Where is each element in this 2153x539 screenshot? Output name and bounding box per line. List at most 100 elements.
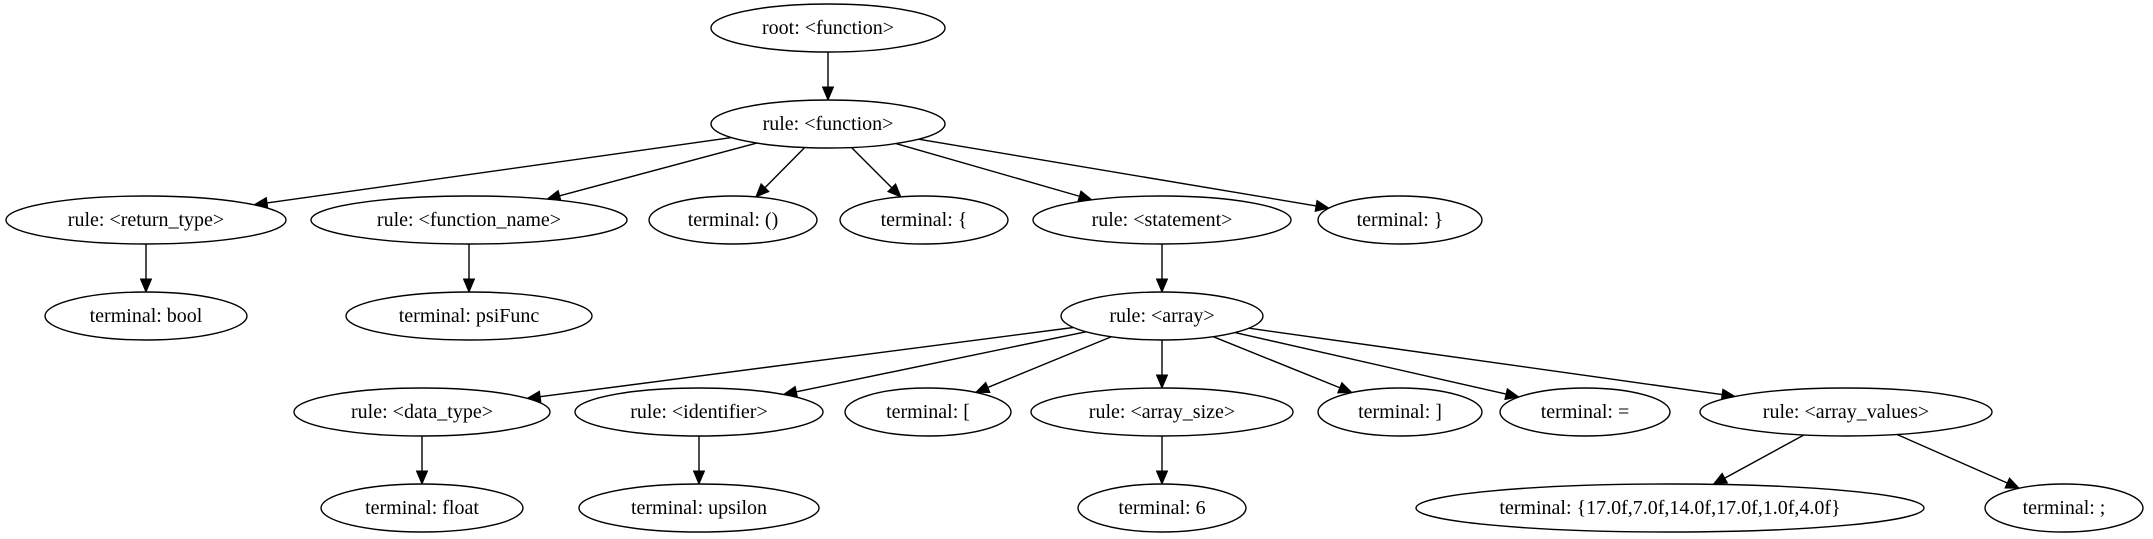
node-label: terminal: }	[1357, 209, 1444, 231]
edges-layer	[139, 52, 2021, 489]
tree-node: rule: <identifier>	[574, 387, 824, 437]
edge-line	[559, 142, 757, 197]
edge-line	[796, 331, 1087, 393]
node-label: rule: <data_type>	[351, 401, 493, 423]
tree-node: terminal: upsilon	[578, 483, 820, 533]
tree-node: rule: <function>	[710, 99, 946, 149]
edge-line	[918, 138, 1317, 207]
edge-line	[1724, 434, 1805, 479]
tree-node: terminal: float	[320, 483, 524, 533]
tree-node: rule: <array>	[1060, 291, 1264, 341]
edge-line	[266, 136, 732, 204]
tree-node: terminal: psiFunc	[345, 291, 593, 341]
arrowhead-icon	[1504, 387, 1520, 401]
node-label: terminal: ]	[1358, 401, 1442, 423]
node-label: terminal: psiFunc	[399, 305, 540, 327]
node-ellipse	[1317, 387, 1483, 437]
node-label: rule: <statement>	[1092, 209, 1233, 231]
tree-node: terminal: [	[844, 387, 1012, 437]
tree-node: rule: <data_type>	[293, 387, 551, 437]
edge-line	[1896, 433, 2008, 484]
node-label: terminal: {17.0f,7.0f,14.0f,17.0f,1.0f,4…	[1499, 497, 1840, 519]
node-label: terminal: float	[365, 497, 479, 519]
node-label: terminal: ;	[2023, 497, 2106, 519]
edge-n10-n13	[974, 336, 1112, 394]
node-ellipse	[1032, 195, 1292, 245]
tree-node: root: <function>	[710, 3, 946, 53]
edge-line	[540, 326, 1074, 398]
tree-node: terminal: {	[839, 195, 1009, 245]
node-ellipse	[44, 291, 248, 341]
arrowhead-icon	[415, 470, 429, 486]
node-label: terminal: ()	[688, 209, 779, 231]
node-label: root: <function>	[762, 17, 894, 39]
arrowhead-icon	[2004, 477, 2021, 489]
node-ellipse	[1317, 195, 1483, 245]
nodes-layer: root: <function> rule: <function> rule: <r…	[5, 3, 2144, 533]
arrowhead-icon	[821, 86, 835, 102]
edge-n17-n22	[1896, 433, 2021, 489]
arrowhead-icon	[886, 182, 902, 198]
node-ellipse	[710, 99, 946, 149]
arrowhead-icon	[1314, 199, 1331, 212]
arrowhead-icon	[1712, 472, 1729, 485]
node-ellipse	[345, 291, 593, 341]
node-label: rule: <return_type>	[68, 209, 224, 231]
node-ellipse	[310, 195, 628, 245]
node-ellipse	[1415, 483, 1925, 533]
node-ellipse	[578, 483, 820, 533]
tree-node: terminal: ()	[648, 195, 818, 245]
node-ellipse	[710, 3, 946, 53]
node-ellipse	[320, 483, 524, 533]
node-label: rule: <array_size>	[1089, 401, 1235, 423]
edge-n1-n4	[754, 147, 806, 198]
arrowhead-icon	[754, 182, 770, 198]
edge-n10-n16	[1234, 331, 1520, 401]
edge-line	[764, 147, 806, 189]
tree-node: terminal: ]	[1317, 387, 1483, 437]
node-ellipse	[839, 195, 1009, 245]
edge-n10-n15	[1213, 336, 1354, 394]
node-ellipse	[648, 195, 818, 245]
node-label: terminal: upsilon	[631, 497, 767, 519]
edge-n1-n3	[545, 142, 757, 202]
edge-line	[1248, 327, 1723, 396]
node-label: rule: <function_name>	[377, 209, 561, 231]
edge-n14-n20	[1155, 436, 1169, 486]
node-label: terminal: [	[886, 401, 970, 423]
tree-node: rule: <statement>	[1032, 195, 1292, 245]
node-ellipse	[5, 195, 287, 245]
arrowhead-icon	[974, 381, 991, 394]
node-ellipse	[1499, 387, 1671, 437]
tree-node: terminal: 6	[1077, 483, 1247, 533]
arrowhead-icon	[1155, 374, 1169, 390]
arrowhead-icon	[1336, 381, 1354, 394]
edge-n1-n7	[918, 138, 1331, 212]
tree-node: terminal: {17.0f,7.0f,14.0f,17.0f,1.0f,4…	[1415, 483, 1925, 533]
arrowhead-icon	[462, 278, 476, 294]
node-label: terminal: =	[1541, 401, 1629, 423]
node-ellipse	[1077, 483, 1247, 533]
node-ellipse	[844, 387, 1012, 437]
edge-line	[1213, 336, 1341, 389]
node-label: rule: <identifier>	[630, 401, 768, 423]
tree-node: terminal: bool	[44, 291, 248, 341]
node-ellipse	[1699, 387, 1993, 437]
edge-line	[1234, 331, 1507, 395]
edge-n6-n10	[1155, 244, 1169, 294]
tree-node: terminal: =	[1499, 387, 1671, 437]
edge-n10-n14	[1155, 340, 1169, 390]
arrowhead-icon	[692, 470, 706, 486]
edge-n10-n17	[1248, 327, 1737, 401]
arrowhead-icon	[1155, 470, 1169, 486]
node-ellipse	[574, 387, 824, 437]
node-ellipse	[293, 387, 551, 437]
edge-n12-n19	[692, 436, 706, 486]
edge-n2-n8	[139, 244, 153, 294]
node-label: terminal: {	[881, 209, 968, 231]
edge-n0-n1	[821, 52, 835, 102]
tree-node: rule: <return_type>	[5, 195, 287, 245]
arrowhead-icon	[1155, 278, 1169, 294]
arrowhead-icon	[139, 278, 153, 294]
